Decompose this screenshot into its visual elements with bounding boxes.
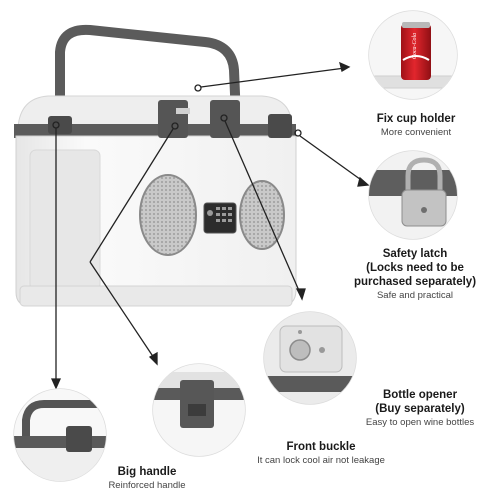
cooler-base: [19, 285, 293, 307]
safety-latch-title: Safety latch: [382, 248, 448, 260]
soda-can: [401, 24, 431, 80]
big-handle-subtitle: Reinforced handle: [108, 480, 186, 491]
latch-slot: [176, 108, 190, 114]
handle-clip-icon: [66, 426, 92, 452]
latch-left[interactable]: [158, 100, 188, 138]
front-buckle-label: Front buckle It can lock cool air not le…: [236, 440, 406, 467]
bottle-opener-note: (Buy separately): [375, 403, 465, 415]
big-handle-callout: [13, 388, 107, 482]
control-panel[interactable]: [203, 202, 237, 234]
bottle-opener-hole: [289, 339, 311, 361]
handle-clip-left: [48, 116, 72, 134]
cooler-handle[interactable]: [55, 24, 241, 125]
side-panel: [29, 149, 101, 291]
bottle-opener-title: Bottle opener: [382, 389, 458, 401]
big-handle-label: Big handle Reinforced handle: [92, 465, 202, 492]
safety-latch-subtitle: Safe and practical: [376, 290, 454, 301]
can-logo: Coca-Cola: [412, 33, 418, 59]
cup-holder-title: Fix cup holder: [376, 113, 456, 125]
bottle-opener-label: Bottle opener (Buy separately) Easy to o…: [345, 388, 495, 429]
big-handle-title: Big handle: [117, 466, 177, 478]
safety-latch-label: Safety latch (Locks need to be purchased…: [340, 247, 490, 302]
control-buttons: [207, 207, 232, 222]
safety-latch-note-1: (Locks need to be: [366, 262, 464, 274]
handle-clip-right: [268, 114, 292, 138]
padlock-shackle: [405, 157, 443, 200]
front-buckle-title: Front buckle: [286, 441, 356, 453]
speaker-left: [139, 174, 197, 256]
bottle-opener-subtitle: Easy to open wine bottles: [365, 417, 475, 428]
cup-holder-subtitle: More convenient: [380, 127, 452, 138]
pointer-lines: [50, 61, 370, 390]
front-buckle-subtitle: It can lock cool air not leakage: [257, 455, 385, 466]
bottle-opener-callout: [263, 311, 357, 405]
cup-holder-label: Fix cup holder More convenient: [356, 112, 476, 139]
speaker-right: [239, 180, 285, 250]
safety-latch-note-2: purchased separately): [353, 276, 477, 288]
latch-right[interactable]: [210, 100, 240, 138]
front-buckle-callout: [152, 363, 246, 457]
safety-latch-callout: [368, 150, 458, 240]
cooler: [14, 24, 297, 307]
cup-holder-callout: Coca-Cola: [368, 10, 458, 100]
